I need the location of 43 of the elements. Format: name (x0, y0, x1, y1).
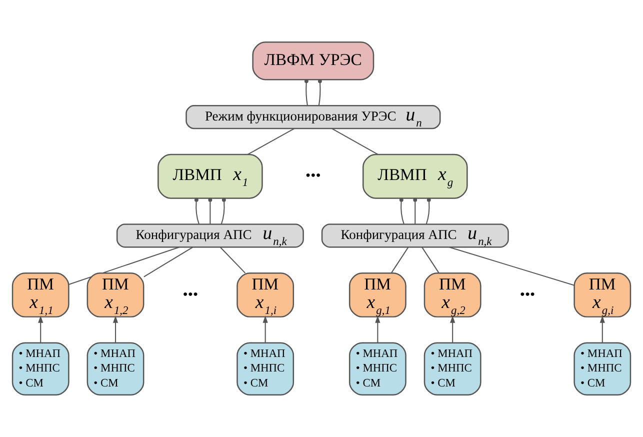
node-box: Конфигурация АПС u$_{n,k}$ (116, 224, 304, 248)
connector (449, 246, 574, 286)
connector (332, 128, 378, 155)
arrow (112, 316, 118, 342)
node-box: ПМ x$_{1,i}$ (236, 272, 294, 318)
node-box: • МНАП • МНПС • СМ (574, 342, 632, 396)
connector (220, 246, 246, 274)
connector (220, 198, 226, 224)
node-box: ПМ x$_{g,i}$ (574, 272, 632, 318)
arrow (375, 316, 380, 342)
label: ••• (182, 286, 198, 303)
arrow (450, 316, 456, 342)
node-box: ЛВФМ УРЭС (252, 42, 374, 80)
node-box: ПМ x$_{1,1}$ (12, 272, 70, 318)
label: ••• (520, 286, 536, 303)
connector (422, 246, 440, 274)
node-box: Режим функционирования УРЭС u$_{n}$ (186, 105, 441, 130)
arrow (600, 316, 605, 342)
label: ••• (306, 168, 321, 184)
arrow (38, 316, 44, 342)
node-box: • МНАП • МНПС • СМ (86, 342, 144, 396)
node-box: • МНАП • МНПС • СМ (12, 342, 70, 396)
connector (208, 198, 212, 224)
connector (390, 246, 409, 274)
node-box: ПМ x$_{1,2}$ (86, 272, 144, 318)
node-box: ЛВМП x$_{1}$ (158, 154, 263, 199)
node-box: ПМ x$_{g,1}$ (348, 272, 406, 318)
node-box: ЛВМП x$_{g}$ (362, 154, 468, 199)
connector (247, 128, 295, 155)
connector (194, 198, 200, 224)
node-box: Конфигурация АПС u$_{n,k}$ (321, 224, 509, 248)
connector (68, 246, 180, 285)
arrow (262, 316, 268, 342)
connector (144, 246, 194, 278)
connector (426, 198, 431, 224)
connector (399, 198, 404, 224)
node-box: • МНАП • МНПС • СМ (424, 342, 482, 396)
node-box: • МНАП • МНПС • СМ (348, 342, 406, 396)
connector (413, 198, 418, 224)
node-box: • МНАП • МНПС • СМ (236, 342, 294, 396)
connector (304, 79, 308, 106)
node-box: ПМ x$_{g,2}$ (424, 272, 482, 318)
connector (318, 79, 322, 106)
